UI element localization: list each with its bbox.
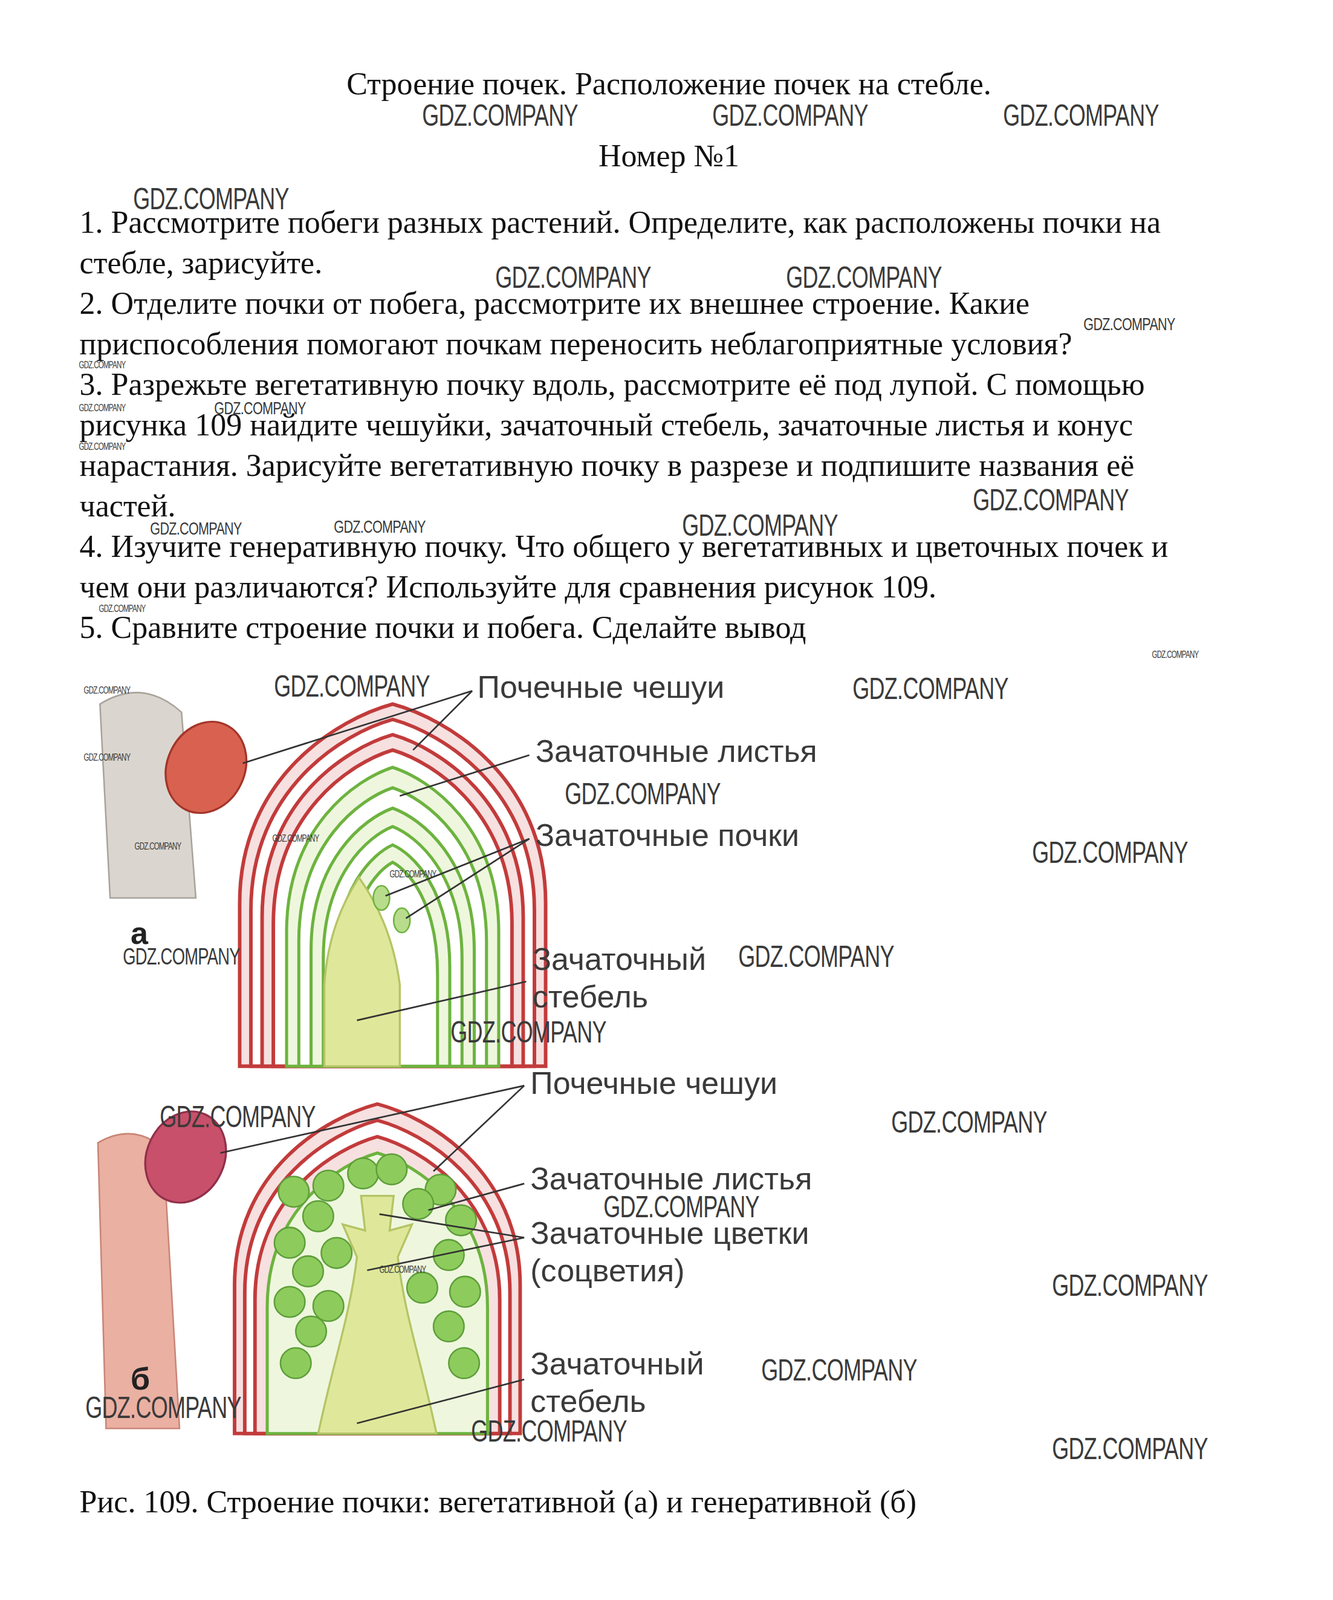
flower-primordium bbox=[402, 1188, 434, 1220]
part-label: Зачаточные цветки (соцветия) bbox=[530, 1213, 908, 1289]
part-label: Почечные чешуи bbox=[530, 1063, 778, 1102]
watermark: GDZ.COMPANY bbox=[333, 517, 425, 536]
flower-primordium bbox=[280, 1347, 312, 1379]
watermark: GDZ.COMPANY bbox=[495, 262, 651, 293]
bud-scale bbox=[239, 703, 546, 1066]
title: Строение почек. Расположение почек на ст… bbox=[2, 63, 1333, 104]
leader-line bbox=[385, 838, 530, 896]
flower-primordium bbox=[274, 1286, 306, 1318]
task-text: 5. Сравните строение почки и побега. Сде… bbox=[79, 606, 1220, 648]
watermark: GDZ.COMPANY bbox=[1031, 837, 1188, 868]
watermark: GDZ.COMPANY bbox=[78, 441, 126, 452]
flower-primordium bbox=[406, 1271, 438, 1303]
watermark: GDZ.COMPANY bbox=[159, 1101, 315, 1132]
watermark: GDZ.COMPANY bbox=[78, 360, 126, 370]
watermark: GDZ.COMPANY bbox=[1052, 1270, 1208, 1301]
watermark: GDZ.COMPANY bbox=[972, 484, 1129, 516]
watermark: GDZ.COMPANY bbox=[214, 398, 306, 418]
bud-scale bbox=[262, 734, 524, 1066]
leader-line bbox=[428, 1183, 525, 1210]
watermark: GDZ.COMPANY bbox=[272, 833, 320, 844]
flower-primordium bbox=[433, 1310, 465, 1342]
task-text: 2. Отделите почки от побега, рассмотрите… bbox=[79, 282, 1220, 364]
watermark: GDZ.COMPANY bbox=[1083, 314, 1175, 334]
flower-primordium bbox=[302, 1200, 334, 1232]
leaf-primordium bbox=[323, 826, 462, 1066]
part-label: Зачаточный стебель bbox=[530, 1344, 704, 1420]
flower-primordium bbox=[347, 1157, 379, 1189]
leader-line bbox=[243, 690, 473, 763]
watermark: GDZ.COMPANY bbox=[134, 841, 182, 852]
leader-line bbox=[433, 1085, 525, 1171]
flower-primordium bbox=[449, 1276, 481, 1308]
watermark: GDZ.COMPANY bbox=[712, 100, 869, 131]
watermark: GDZ.COMPANY bbox=[78, 403, 126, 413]
leader-line bbox=[399, 755, 529, 796]
flower-primordium bbox=[313, 1169, 344, 1201]
watermark: GDZ.COMPANY bbox=[564, 778, 721, 809]
watermark: GDZ.COMPANY bbox=[273, 671, 430, 702]
task-text: 4. Изучите генеративную почку. Что общег… bbox=[79, 525, 1220, 607]
flower-primordium bbox=[448, 1347, 480, 1379]
leader-lines bbox=[220, 690, 529, 1423]
flower-primordium bbox=[313, 1290, 344, 1321]
figure-caption: Рис. 109. Строение почки: вегетативной (… bbox=[79, 1481, 1284, 1522]
stem-primordium bbox=[317, 1195, 437, 1434]
watermark: GDZ.COMPANY bbox=[470, 1415, 627, 1447]
bud-icon bbox=[151, 708, 262, 827]
leaf-primordium bbox=[311, 807, 475, 1066]
watermark: GDZ.COMPANY bbox=[85, 1392, 241, 1423]
watermark: GDZ.COMPANY bbox=[1052, 1433, 1208, 1464]
watermark: GDZ.COMPANY bbox=[84, 685, 131, 696]
part-label: Зачаточный стебель bbox=[532, 940, 707, 1016]
stem-primordium bbox=[324, 877, 400, 1066]
leader-line bbox=[356, 981, 526, 1020]
part-label: Зачаточные почки bbox=[535, 816, 800, 854]
flower-primordium bbox=[274, 1227, 306, 1259]
part-label: Зачаточные листья bbox=[535, 732, 818, 770]
bud-primordium bbox=[393, 908, 410, 933]
watermark: GDZ.COMPANY bbox=[891, 1106, 1047, 1138]
watermark: GDZ.COMPANY bbox=[681, 510, 838, 541]
watermark: GDZ.COMPANY bbox=[379, 1264, 427, 1275]
watermark: GDZ.COMPANY bbox=[84, 752, 131, 763]
watermark: GDZ.COMPANY bbox=[421, 100, 578, 131]
watermark: GDZ.COMPANY bbox=[1003, 100, 1159, 131]
vegetative-bud bbox=[99, 692, 546, 1066]
watermark: GDZ.COMPANY bbox=[738, 941, 894, 972]
flower-primordium bbox=[295, 1316, 327, 1347]
watermark: GDZ.COMPANY bbox=[122, 944, 241, 968]
flower-primordium bbox=[278, 1176, 310, 1208]
watermark: GDZ.COMPANY bbox=[1151, 649, 1199, 660]
task-number: Номер №1 bbox=[2, 135, 1333, 176]
leaf-primordium bbox=[267, 1152, 488, 1434]
watermark: GDZ.COMPANY bbox=[852, 673, 1008, 704]
bud-scale bbox=[250, 719, 535, 1067]
watermark: GDZ.COMPANY bbox=[603, 1191, 759, 1222]
flower-primordium bbox=[292, 1255, 324, 1287]
flower-primordium bbox=[376, 1153, 408, 1185]
bud-scale bbox=[244, 1120, 511, 1434]
watermark: GDZ.COMPANY bbox=[450, 1016, 606, 1048]
watermark: GDZ.COMPANY bbox=[133, 183, 289, 215]
watermark: GDZ.COMPANY bbox=[389, 869, 437, 879]
watermark: GDZ.COMPANY bbox=[761, 1354, 918, 1385]
bud-scale bbox=[255, 1136, 500, 1434]
watermark: GDZ.COMPANY bbox=[149, 519, 242, 538]
leader-line bbox=[379, 1213, 525, 1238]
watermark: GDZ.COMPANY bbox=[785, 262, 942, 293]
bud-primordium bbox=[372, 885, 390, 910]
flower-primordium bbox=[445, 1204, 477, 1236]
figure-letter: б bbox=[130, 1359, 150, 1398]
flower-primordium bbox=[321, 1237, 352, 1269]
part-label: Почечные чешуи bbox=[477, 668, 725, 706]
watermark: GDZ.COMPANY bbox=[99, 603, 146, 614]
